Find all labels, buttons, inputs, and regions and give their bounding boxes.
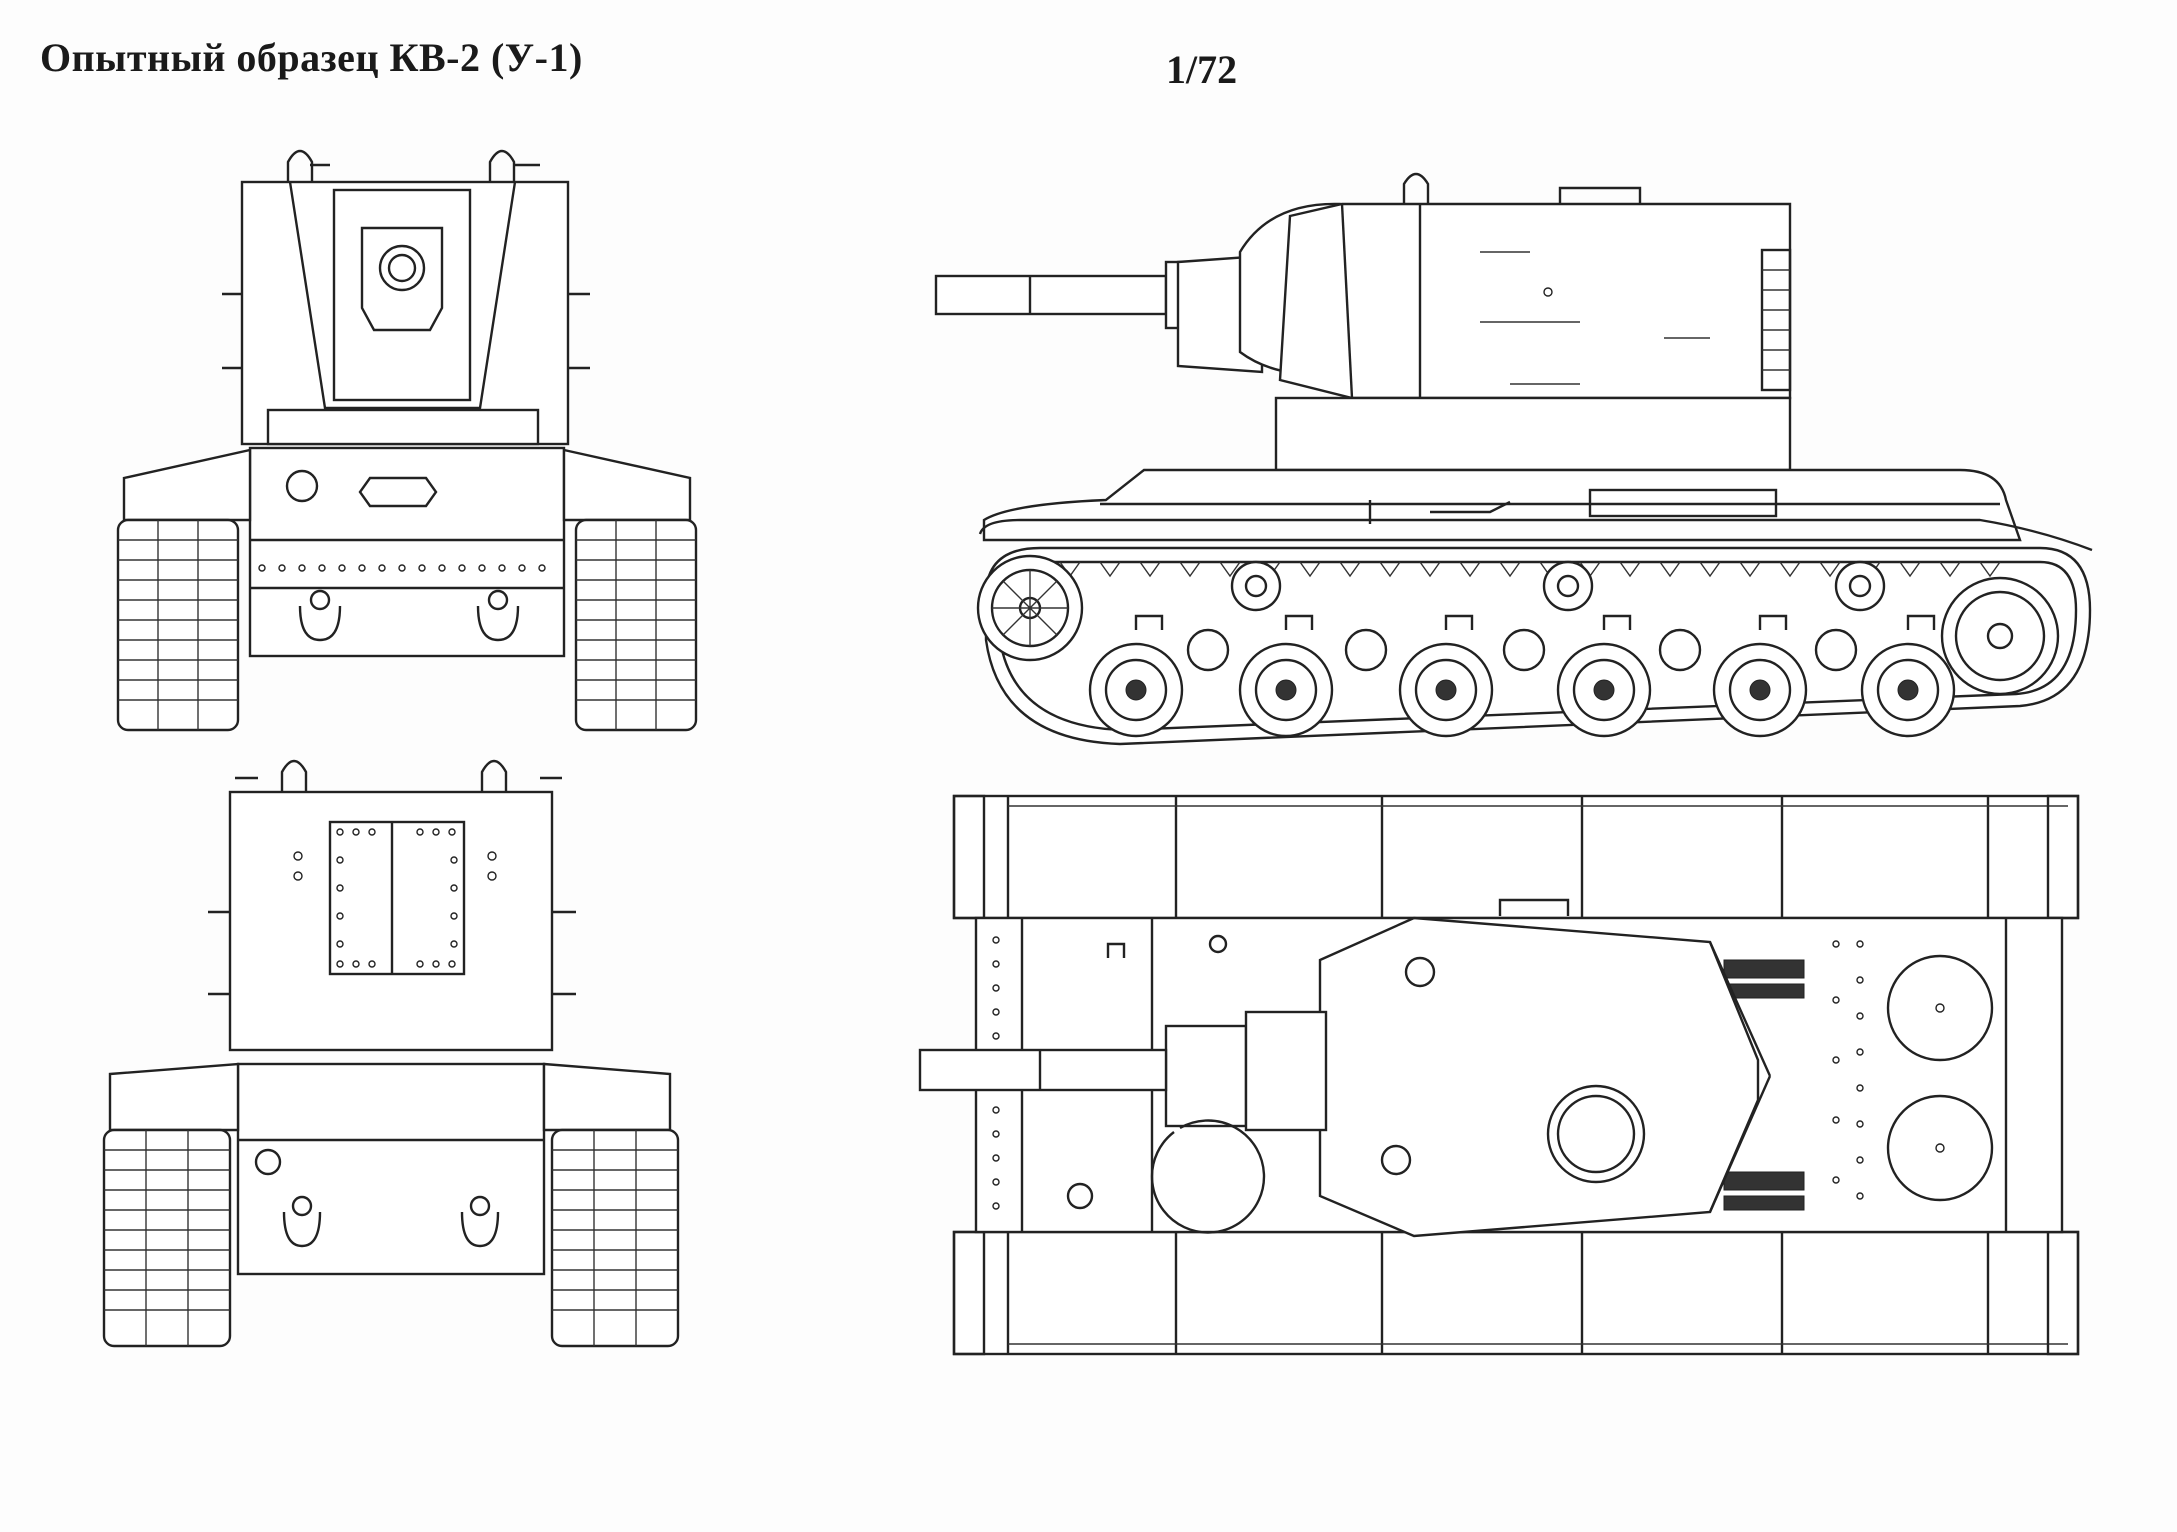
front-hull-rivets [258,564,546,572]
top-hull-rivets [992,936,1864,1210]
top-view [918,794,2080,1356]
rear-track-links [104,1130,678,1346]
drawing-title: Опытный образец КВ-2 (У-1) [40,35,583,80]
side-road-wheels [1088,628,1956,738]
front-track-links [118,520,696,730]
scale-label: 1/72 [1166,47,1238,92]
front-view [116,149,698,732]
top-fender-panels [1006,796,2068,1354]
side-view [934,172,2093,746]
rear-view [102,759,680,1348]
rear-hatch-bolts [293,828,497,968]
